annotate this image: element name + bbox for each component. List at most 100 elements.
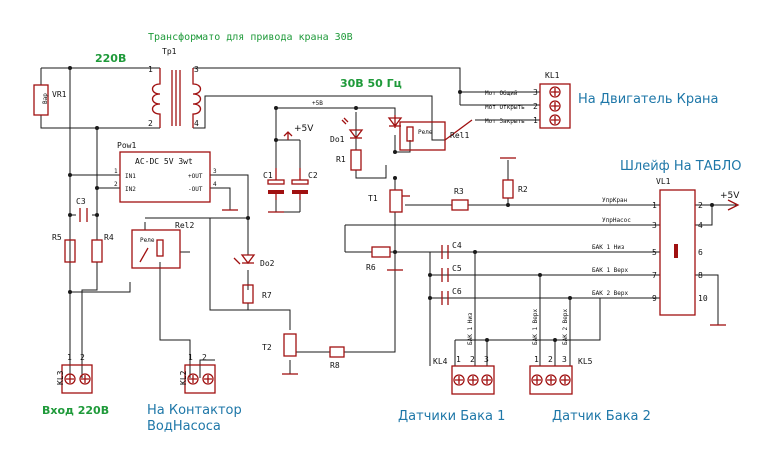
plus5v-marker-top: +5V — [283, 124, 314, 140]
varistor-body-label: Вар — [42, 93, 49, 104]
junction-dots — [68, 66, 714, 342]
tank-sensors-2-label: Датчик Бака 2 — [552, 409, 651, 424]
resistor-r8: R8 — [329, 346, 345, 370]
mains-voltage-label: 220В — [95, 52, 126, 65]
svg-text:R2: R2 — [518, 185, 528, 194]
svg-text:10: 10 — [698, 294, 708, 303]
resistor-r6: R6 — [366, 246, 391, 272]
svg-text:KL4: KL4 — [433, 357, 448, 366]
to-display-loop-label: Шлейф На ТАБЛО — [620, 159, 742, 174]
svg-text:БАК 1 Верх: БАК 1 Верх — [592, 267, 629, 274]
svg-text:2: 2 — [698, 201, 703, 210]
transformer-title: Трансформато для привода крана 30В — [148, 31, 353, 43]
power-module-text: AC-DC 5V 3wt — [135, 157, 193, 166]
svg-text:+5V: +5V — [294, 124, 314, 134]
contactor-label-line2: ВодНасоса — [147, 419, 221, 434]
terminal-kl5: KL5 1 2 3 — [529, 355, 593, 395]
svg-text:3: 3 — [562, 355, 567, 364]
svg-text:4: 4 — [194, 119, 199, 128]
capacitor-c3: C3 — [76, 197, 88, 222]
svg-text:R4: R4 — [104, 233, 114, 242]
svg-text:KL3: KL3 — [56, 370, 65, 385]
svg-text:R3: R3 — [454, 187, 464, 196]
secondary-voltage-label: 30В 50 Гц — [340, 77, 402, 90]
svg-text:УпрКран: УпрКран — [602, 197, 628, 204]
transformer-tp1: Тр1 1 2 3 4 — [148, 47, 202, 128]
svg-text:T2: T2 — [262, 343, 272, 352]
svg-text:Мот Общий: Мот Общий — [485, 90, 518, 97]
svg-text:R5: R5 — [52, 233, 62, 242]
to-valve-motor-label: На Двигатель Крана — [578, 92, 719, 107]
svg-text:1: 1 — [533, 116, 538, 125]
transistor-t2: T2 — [262, 333, 297, 357]
terminal-kl3: KL3 1 2 — [56, 353, 93, 394]
svg-text:C5: C5 — [452, 264, 462, 273]
ground-symbols — [222, 209, 726, 375]
svg-text:C3: C3 — [76, 197, 86, 206]
svg-text:Реле: Реле — [140, 237, 155, 244]
svg-text:C1: C1 — [263, 171, 273, 180]
svg-text:7: 7 — [652, 271, 657, 280]
svg-text:3: 3 — [213, 168, 217, 175]
resistor-r7: R7 — [242, 284, 272, 304]
svg-text:9: 9 — [652, 294, 657, 303]
svg-text:2: 2 — [80, 353, 85, 362]
power-module-pow1: Pow1 AC-DC 5V 3wt IN1 IN2 +OUT -OUT 1 2 … — [114, 141, 217, 203]
tank-sensors-1-label: Датчики Бака 1 — [398, 409, 505, 424]
svg-text:БАК 2 Верх: БАК 2 Верх — [592, 290, 629, 297]
svg-text:БАК 1 Низ: БАК 1 Низ — [592, 244, 625, 251]
svg-text:R1: R1 — [336, 155, 346, 164]
svg-text:3: 3 — [194, 65, 199, 74]
wires — [40, 67, 738, 378]
input-220-label: Вход 220В — [42, 404, 109, 417]
svg-text:3: 3 — [533, 88, 538, 97]
svg-text:УпрНасос: УпрНасос — [602, 217, 631, 224]
led-do2: Do2 — [233, 254, 275, 268]
led-do1: Do1 — [330, 117, 364, 144]
svg-text:+OUT: +OUT — [188, 173, 203, 180]
power-module-label: Pow1 — [117, 141, 136, 150]
svg-text:T1: T1 — [368, 194, 378, 203]
sensor-label-tank1-low: БАК 1 Низ — [467, 312, 474, 345]
svg-text:1: 1 — [114, 168, 118, 175]
svg-text:C6: C6 — [452, 287, 462, 296]
diode-rel1 — [387, 117, 403, 128]
svg-text:IN2: IN2 — [125, 186, 136, 193]
svg-text:1: 1 — [188, 353, 193, 362]
svg-text:4: 4 — [698, 221, 703, 230]
resistor-r5: R5 — [52, 233, 76, 263]
svg-text:4: 4 — [213, 181, 217, 188]
svg-text:C2: C2 — [308, 171, 318, 180]
svg-text:Реле: Реле — [418, 129, 433, 136]
svg-text:C4: C4 — [452, 241, 462, 250]
resistor-r3: R3 — [451, 187, 469, 211]
svg-text:8: 8 — [698, 271, 703, 280]
varistor-vr1: Вар VR1 — [33, 84, 67, 116]
resistor-r4: R4 — [91, 233, 114, 263]
relay-rel2: Реле Rel2 — [131, 221, 194, 269]
sensor-label-tank1-high: БАК 1 Верх — [532, 308, 539, 345]
connector-vl1: VL1 УпрКран УпрНасос БАК 1 Низ БАК 1 Вер… — [592, 177, 740, 316]
svg-text:2: 2 — [533, 102, 538, 111]
svg-text:2: 2 — [470, 355, 475, 364]
svg-text:VL1: VL1 — [656, 177, 671, 186]
svg-text:+5V: +5V — [720, 191, 740, 201]
terminal-kl2: KL2 1 2 — [179, 353, 216, 394]
capacitor-c5: C5 — [441, 264, 462, 282]
svg-text:1: 1 — [148, 65, 153, 74]
svg-text:2: 2 — [114, 181, 118, 188]
svg-text:KL5: KL5 — [578, 357, 593, 366]
sensor-label-tank2-high: БАК 2 Верх — [562, 308, 569, 345]
plus5v-rail-label: +5В — [312, 100, 323, 107]
terminal-kl4: KL4 1 2 3 — [433, 355, 495, 395]
contactor-label-line1: На Контактор — [147, 403, 242, 418]
svg-text:R6: R6 — [366, 263, 376, 272]
transformer-label: Тр1 — [162, 47, 177, 56]
svg-text:IN1: IN1 — [125, 173, 136, 180]
capacitor-c1: C1 — [263, 168, 285, 200]
svg-text:R8: R8 — [330, 361, 340, 370]
svg-text:1: 1 — [652, 201, 657, 210]
svg-text:Do1: Do1 — [330, 135, 345, 144]
svg-text:1: 1 — [534, 355, 539, 364]
svg-text:KL2: KL2 — [179, 370, 188, 385]
